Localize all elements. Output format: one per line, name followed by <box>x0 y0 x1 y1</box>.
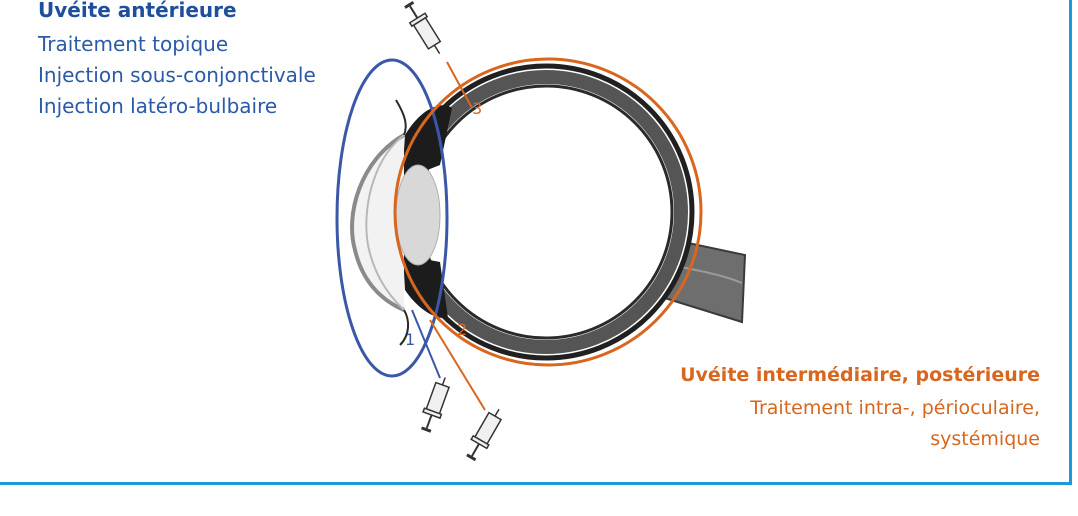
anterior-item-topical: Traitement topique <box>38 32 229 56</box>
eyeball <box>397 63 695 361</box>
posterior-item-line2: systémique <box>930 428 1040 450</box>
ciliary-body <box>402 105 452 319</box>
syringe-bottom-left <box>421 377 451 433</box>
marker-2: 2 <box>457 320 467 339</box>
anterior-item-latero-bulbar: Injection latéro-bulbaire <box>38 94 278 118</box>
syringe-top <box>404 0 442 55</box>
injection-paths <box>411 61 486 411</box>
diagram-frame <box>0 0 1072 485</box>
lens <box>395 164 441 266</box>
marker-1: 1 <box>405 330 415 349</box>
syringe-bottom-right <box>466 408 503 462</box>
anterior-region-outline <box>335 58 449 378</box>
cornea <box>350 99 410 346</box>
posterior-uveitis-title: Uvéite intermédiaire, postérieure <box>680 364 1040 386</box>
marker-3: 3 <box>472 99 482 118</box>
anterior-uveitis-title: Uvéite antérieure <box>38 0 237 22</box>
posterior-item-line1: Traitement intra-, périoculaire, <box>750 397 1040 419</box>
posterior-region-outline <box>393 57 703 367</box>
anterior-item-subconjunctival: Injection sous-conjonctivale <box>38 63 316 87</box>
